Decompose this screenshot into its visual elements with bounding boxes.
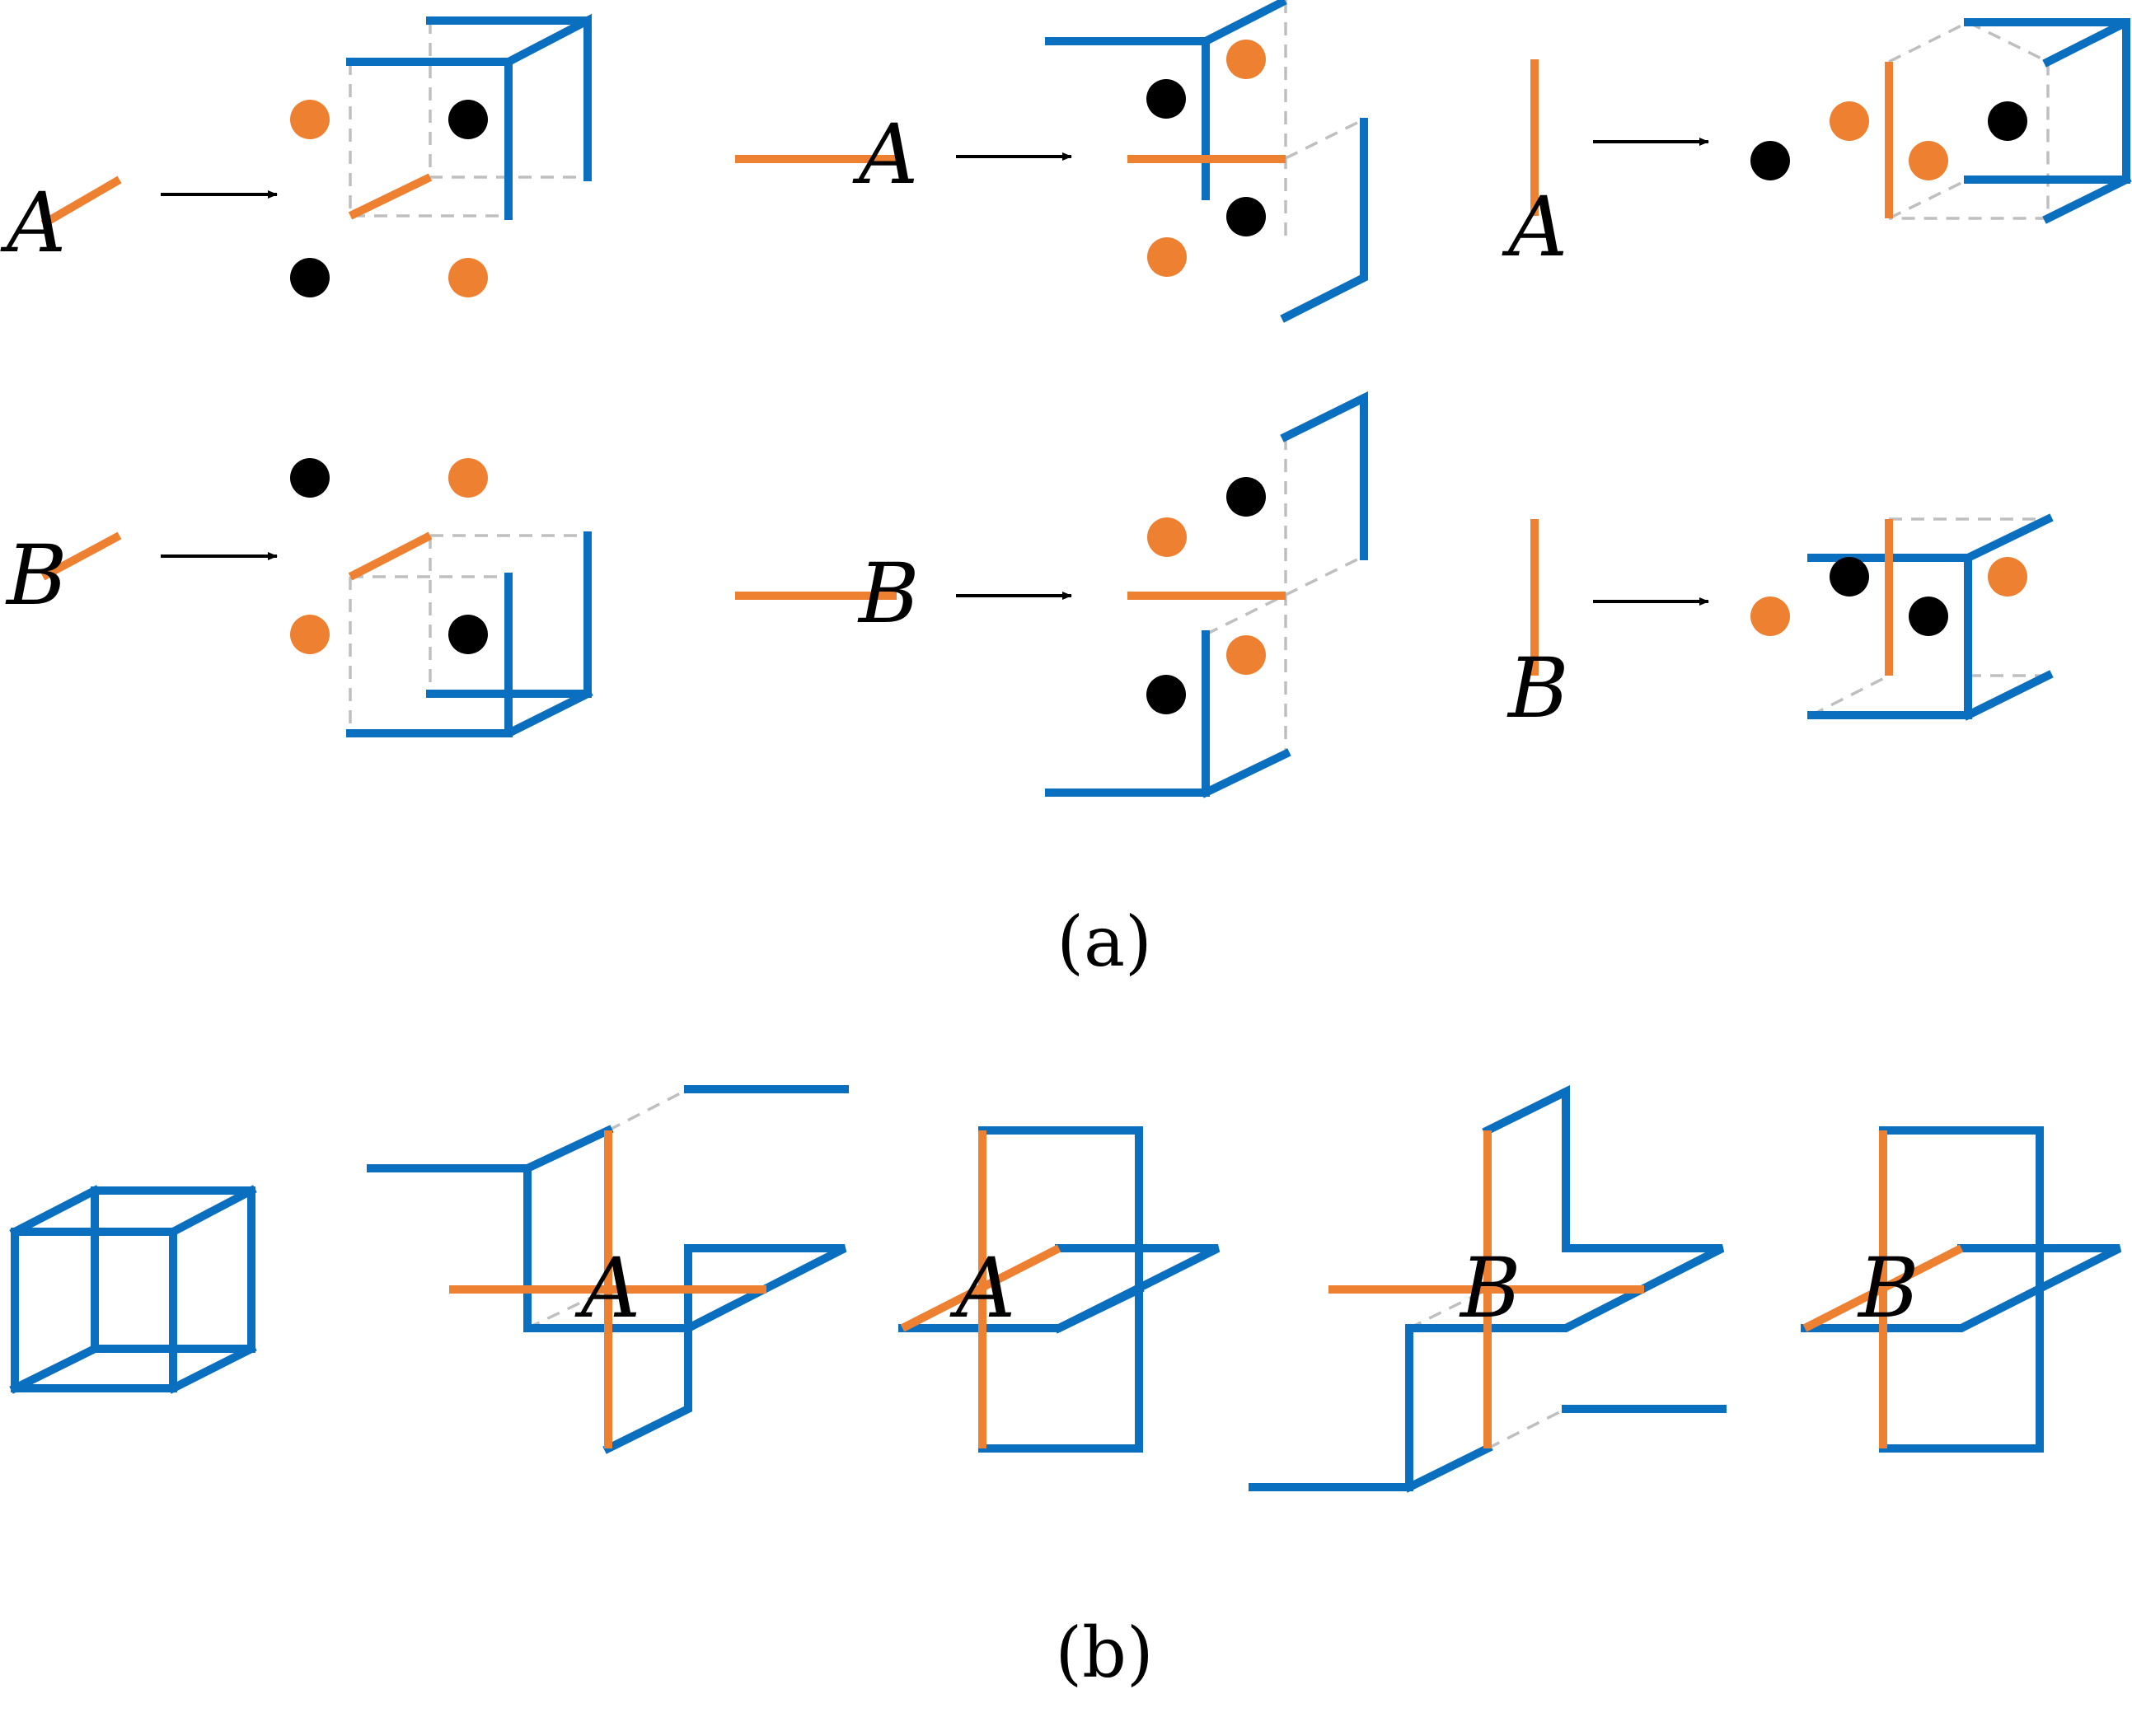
- label-pa1: A: [574, 1240, 640, 1336]
- label-a3: A: [1502, 179, 1567, 275]
- black-dot: [1750, 141, 1790, 180]
- orange-dot: [448, 458, 488, 498]
- label-a1: A: [0, 175, 66, 271]
- orange-dot: [1147, 517, 1187, 557]
- black-dot: [1988, 101, 2027, 141]
- black-dot: [1146, 675, 1186, 714]
- orange-dot: [290, 100, 330, 139]
- row-a-panel-1: A: [0, 13, 592, 297]
- orange-edge: [40, 531, 122, 581]
- label-b3: B: [1506, 640, 1569, 737]
- row-b-panel-1: B: [5, 458, 593, 737]
- label-pb2: B: [1857, 1240, 1919, 1336]
- row-b-panel-3: B: [1506, 513, 2054, 737]
- cube-structure: [1045, 0, 1368, 323]
- orange-edge: [40, 175, 122, 228]
- part-b-a-closed: A: [898, 1126, 1221, 1453]
- orange-dot: [1750, 597, 1790, 636]
- black-dot: [290, 458, 330, 498]
- cube-structure: [1885, 18, 2132, 224]
- black-dot: [448, 100, 488, 139]
- row-b-panel-2: B: [735, 391, 1368, 798]
- caption-b: (b): [1055, 1612, 1153, 1693]
- black-dot: [1226, 197, 1266, 236]
- label-a2: A: [852, 106, 918, 203]
- part-b-b-closed: B: [1801, 1126, 2122, 1453]
- black-dot: [1146, 79, 1186, 119]
- caption-a: (a): [1057, 901, 1152, 982]
- orange-dot: [1988, 557, 2027, 597]
- label-b2: B: [857, 545, 920, 642]
- black-dot: [290, 258, 330, 297]
- label-pb1: B: [1459, 1240, 1521, 1336]
- orange-dot: [290, 615, 330, 654]
- orange-dot: [1909, 141, 1948, 180]
- cube-structure: [346, 13, 592, 220]
- black-dot: [1226, 477, 1266, 517]
- orange-dot: [1226, 635, 1266, 675]
- label-b1: B: [5, 527, 68, 624]
- black-dot: [448, 615, 488, 654]
- label-pa2: A: [949, 1240, 1015, 1336]
- black-dot: [1909, 597, 1948, 636]
- cube-structure: [346, 531, 593, 737]
- orange-dot: [1147, 237, 1187, 277]
- orange-dot: [448, 258, 488, 297]
- part-b-a-open: A: [367, 1085, 849, 1454]
- plain-cube: [9, 1185, 257, 1394]
- cube-structure: [1807, 513, 2054, 721]
- orange-dot: [1830, 101, 1869, 141]
- row-a-panel-3: A: [1502, 18, 2132, 275]
- row-a-panel-2: A: [735, 0, 1368, 323]
- cube-structure: [1045, 391, 1368, 798]
- black-dot: [1830, 557, 1869, 597]
- orange-dot: [1226, 40, 1266, 79]
- part-b-b-open: B: [1249, 1084, 1727, 1493]
